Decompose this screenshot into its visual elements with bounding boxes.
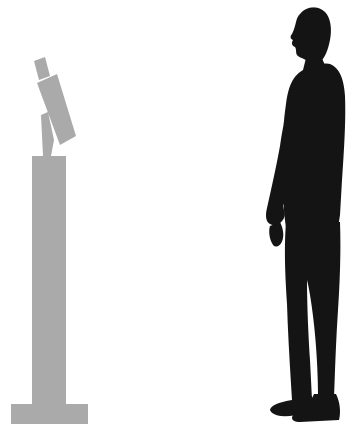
kiosk-pedestal-base: [11, 404, 88, 424]
kiosk-pedestal-column: [32, 156, 66, 404]
